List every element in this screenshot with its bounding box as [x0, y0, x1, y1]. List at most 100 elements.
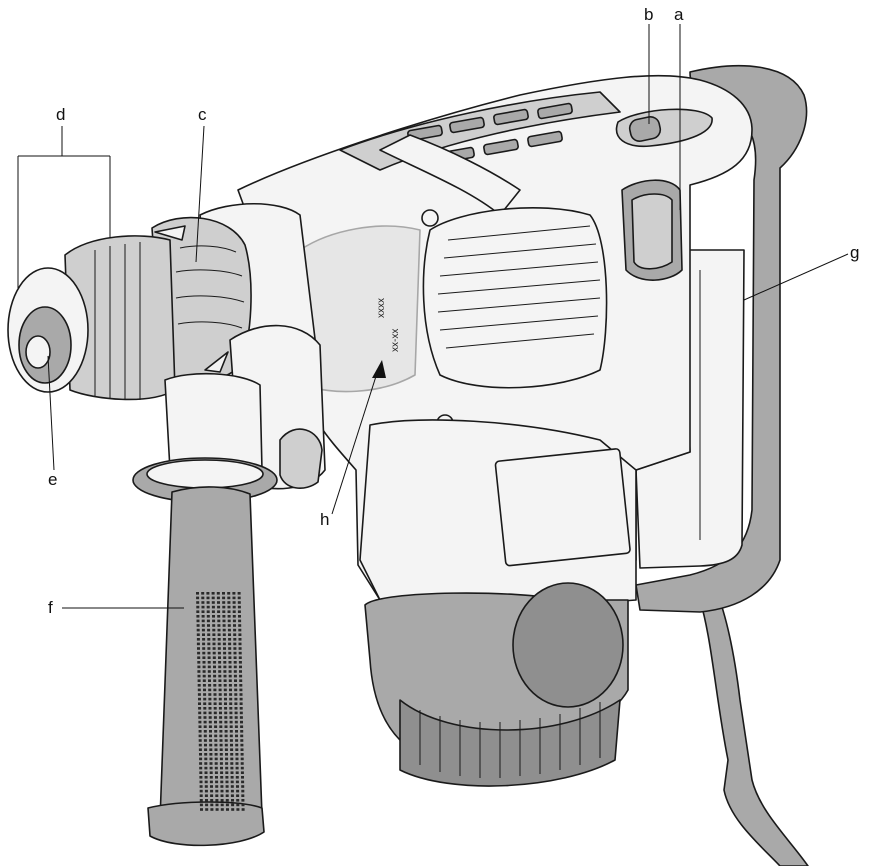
grip-hole — [212, 633, 216, 636]
grip-hole — [228, 633, 231, 636]
grip-hole — [204, 785, 208, 788]
grip-hole — [234, 716, 238, 719]
grip-hole — [228, 638, 232, 641]
grip-hole — [197, 651, 201, 655]
grip-hole — [239, 674, 243, 678]
grip-hole — [202, 651, 206, 655]
grip-hole — [234, 702, 238, 705]
grip-hole — [197, 665, 201, 669]
grip-hole — [224, 697, 227, 701]
grip-hole — [222, 633, 226, 636]
grip-hole — [214, 762, 218, 765]
grip-hole — [202, 638, 206, 641]
grip-hole — [234, 720, 238, 724]
grip-hole — [240, 720, 243, 724]
grip-hole — [214, 757, 218, 761]
grip-hole — [234, 684, 238, 687]
grip-hole — [217, 642, 221, 646]
grip-hole — [230, 785, 234, 788]
grip-hole — [229, 697, 233, 701]
grip-hole — [225, 789, 229, 793]
grip-hole — [202, 679, 206, 682]
grip-hole — [239, 665, 242, 669]
grip-hole — [232, 615, 236, 618]
grip-hole — [213, 702, 217, 705]
grip-hole — [227, 601, 231, 604]
grip-hole — [219, 725, 223, 728]
grip-hole — [196, 633, 200, 636]
grip-hole — [238, 661, 242, 664]
grip-hole — [240, 762, 244, 765]
grip-hole — [201, 619, 205, 623]
grip-hole — [219, 730, 223, 733]
grip-hole — [206, 619, 210, 623]
grip-hole — [198, 748, 202, 751]
grip-hole — [225, 766, 229, 770]
grip-hole — [201, 624, 205, 627]
grip-hole — [213, 707, 217, 710]
grip-hole — [229, 725, 233, 728]
grip-hole — [224, 702, 227, 705]
grip-hole — [209, 766, 213, 770]
grip-hole — [224, 707, 228, 710]
grip-hole — [233, 628, 237, 632]
grip-hole — [212, 661, 216, 664]
grip-hole — [198, 702, 201, 705]
grip-hole — [240, 734, 244, 738]
grip-hole — [229, 730, 233, 733]
grip-hole — [210, 794, 214, 797]
grip-hole — [199, 757, 203, 761]
grip-hole — [213, 697, 217, 701]
grip-hole — [202, 661, 206, 664]
grip-hole — [198, 734, 202, 738]
grip-hole — [207, 642, 211, 646]
grip-hole — [211, 592, 215, 595]
grip-hole — [236, 789, 240, 793]
grip-hole — [203, 739, 207, 742]
grip-hole — [207, 633, 211, 636]
leader-g — [743, 253, 849, 301]
grip-hole — [225, 785, 229, 788]
grip-hole — [196, 592, 199, 595]
grip-hole — [197, 647, 200, 650]
grip-hole — [235, 771, 239, 774]
grip-hole — [204, 789, 208, 793]
grip-hole — [238, 619, 242, 623]
grip-hole — [206, 610, 210, 613]
grip-hole — [233, 674, 237, 678]
grip-hole — [203, 716, 207, 719]
grip-hole — [217, 601, 220, 604]
grip-hole — [237, 605, 241, 609]
grip-hole — [229, 734, 233, 738]
grip-hole — [201, 601, 205, 604]
grip-hole — [214, 771, 218, 774]
grip-hole — [224, 748, 228, 751]
grip-hole — [213, 716, 217, 719]
grip-hole — [232, 610, 236, 613]
grip-hole — [240, 753, 244, 756]
grip-hole — [238, 656, 242, 659]
grip-hole — [237, 610, 241, 613]
grip-hole — [238, 647, 242, 650]
grip-hole — [225, 803, 229, 807]
grip-hole — [229, 693, 233, 696]
grip-hole — [231, 803, 235, 807]
grip-hole — [236, 808, 240, 811]
grip-hole — [204, 762, 208, 765]
grip-hole — [201, 628, 205, 632]
grip-hole — [230, 762, 234, 765]
grip-hole — [218, 697, 222, 701]
grip-hole — [218, 665, 222, 669]
grip-hole — [223, 647, 226, 650]
grip-hole — [211, 610, 215, 613]
grip-hole — [240, 725, 244, 728]
grip-hole — [236, 794, 240, 797]
grip-hole — [233, 642, 237, 646]
grip-hole — [218, 661, 222, 664]
label-c: c — [198, 105, 207, 124]
callout-labels: b a d c g e f h — [48, 5, 859, 617]
grip-hole — [234, 711, 238, 715]
grip-hole — [238, 642, 242, 646]
grip-hole — [196, 615, 200, 618]
